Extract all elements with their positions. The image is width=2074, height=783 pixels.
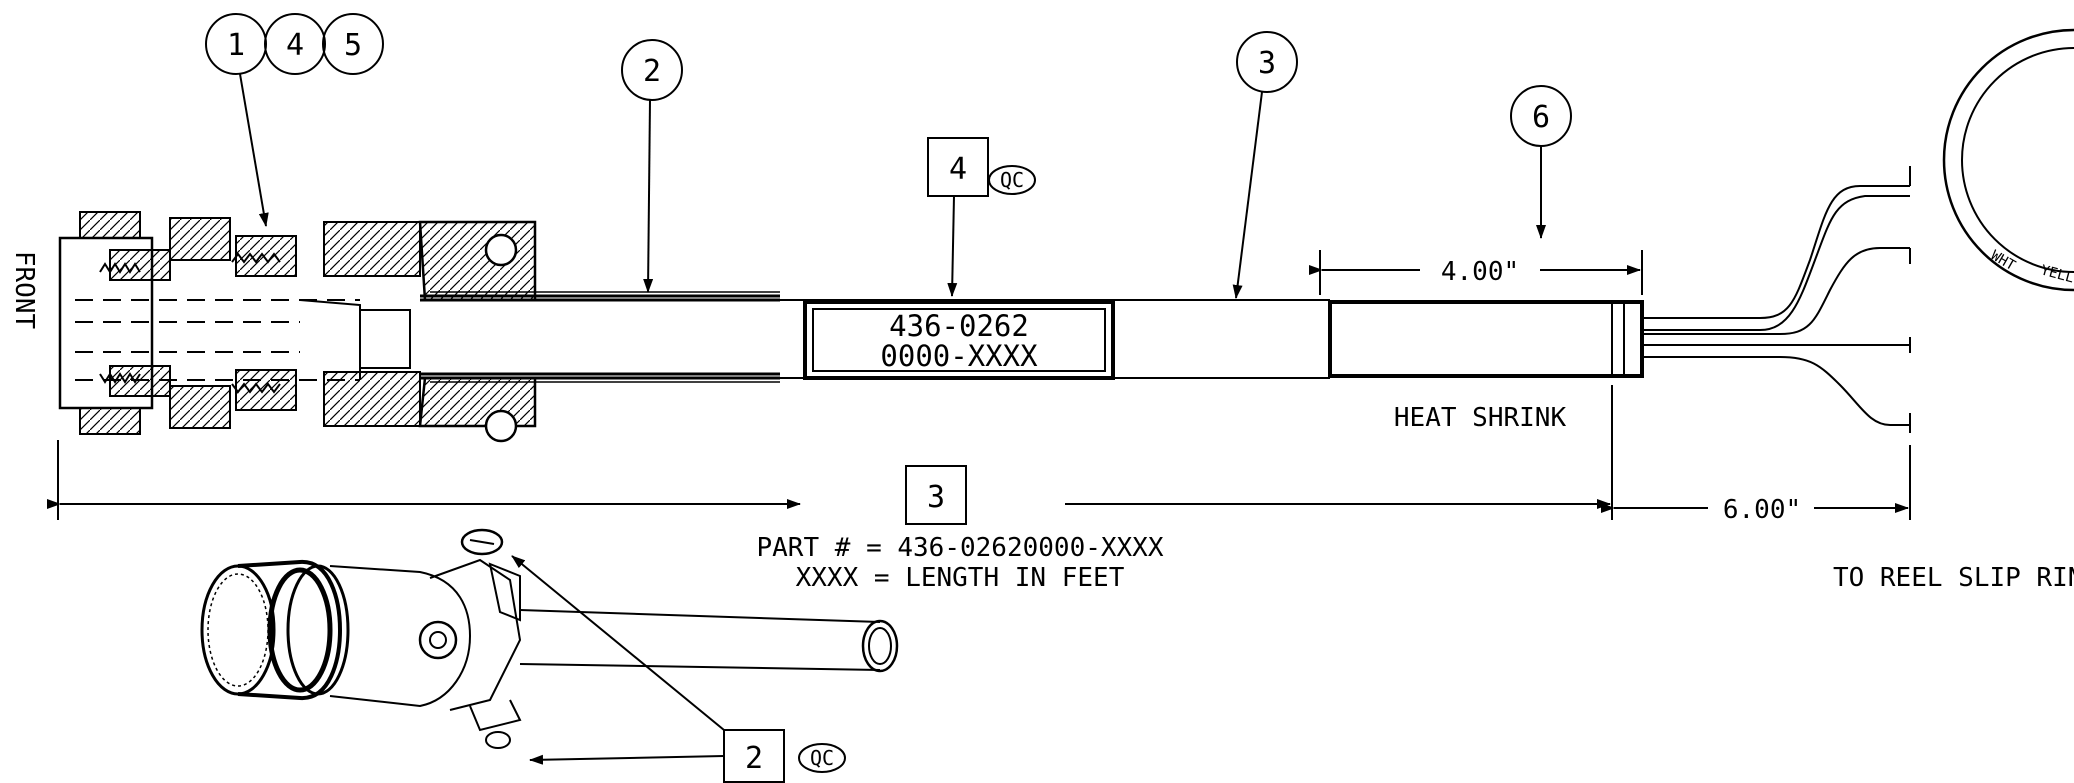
callout-1: 1 — [227, 28, 245, 63]
dimensions: 6.00" 4.00" — [47, 250, 1911, 525]
wire-leads — [1642, 166, 1911, 433]
wire-ring-detail: WHT YELL — [1942, 28, 2074, 292]
callout-2: 2 — [643, 54, 661, 89]
callout-5: 5 — [344, 28, 362, 63]
wire-color-yell: YELL — [2039, 262, 2074, 286]
qc-mark-label: QC — [1000, 168, 1024, 192]
length-note: XXXX = LENGTH IN FEET — [796, 563, 1125, 593]
callout-4: 4 — [286, 28, 304, 63]
box-length-item: 3 — [927, 480, 945, 515]
heat-shrink-dimension: 4.00" — [1441, 257, 1519, 287]
front-label: FRONT — [9, 251, 39, 330]
label-line-1: 436-0262 — [889, 309, 1029, 343]
connector-isometric-view — [200, 528, 899, 749]
part-number-note: PART # = 436-02620000-XXXX — [757, 533, 1164, 563]
box-label-item: 4 — [949, 152, 967, 187]
heat-shrink-label: HEAT SHRINK — [1394, 403, 1567, 433]
to-reel-slip-ring-note: TO REEL SLIP RING — [1833, 563, 2074, 593]
heat-shrink: HEAT SHRINK — [1328, 300, 1644, 433]
cable-id-label: 436-0262 0000-XXXX — [803, 300, 1115, 380]
callout-3: 3 — [1258, 46, 1276, 81]
connector-section-view — [58, 211, 537, 443]
qc-mark-clamp: QC — [810, 746, 834, 770]
callout-bubbles: 1 4 5 2 3 6 — [205, 13, 1572, 299]
callout-boxes: 4 QC 3 2 QC — [511, 137, 1036, 783]
cable — [420, 291, 1330, 383]
box-clamp-item: 2 — [745, 741, 763, 776]
lead-length-dimension: 6.00" — [1723, 495, 1801, 525]
label-line-2: 0000-XXXX — [880, 339, 1038, 373]
callout-6: 6 — [1532, 100, 1550, 135]
